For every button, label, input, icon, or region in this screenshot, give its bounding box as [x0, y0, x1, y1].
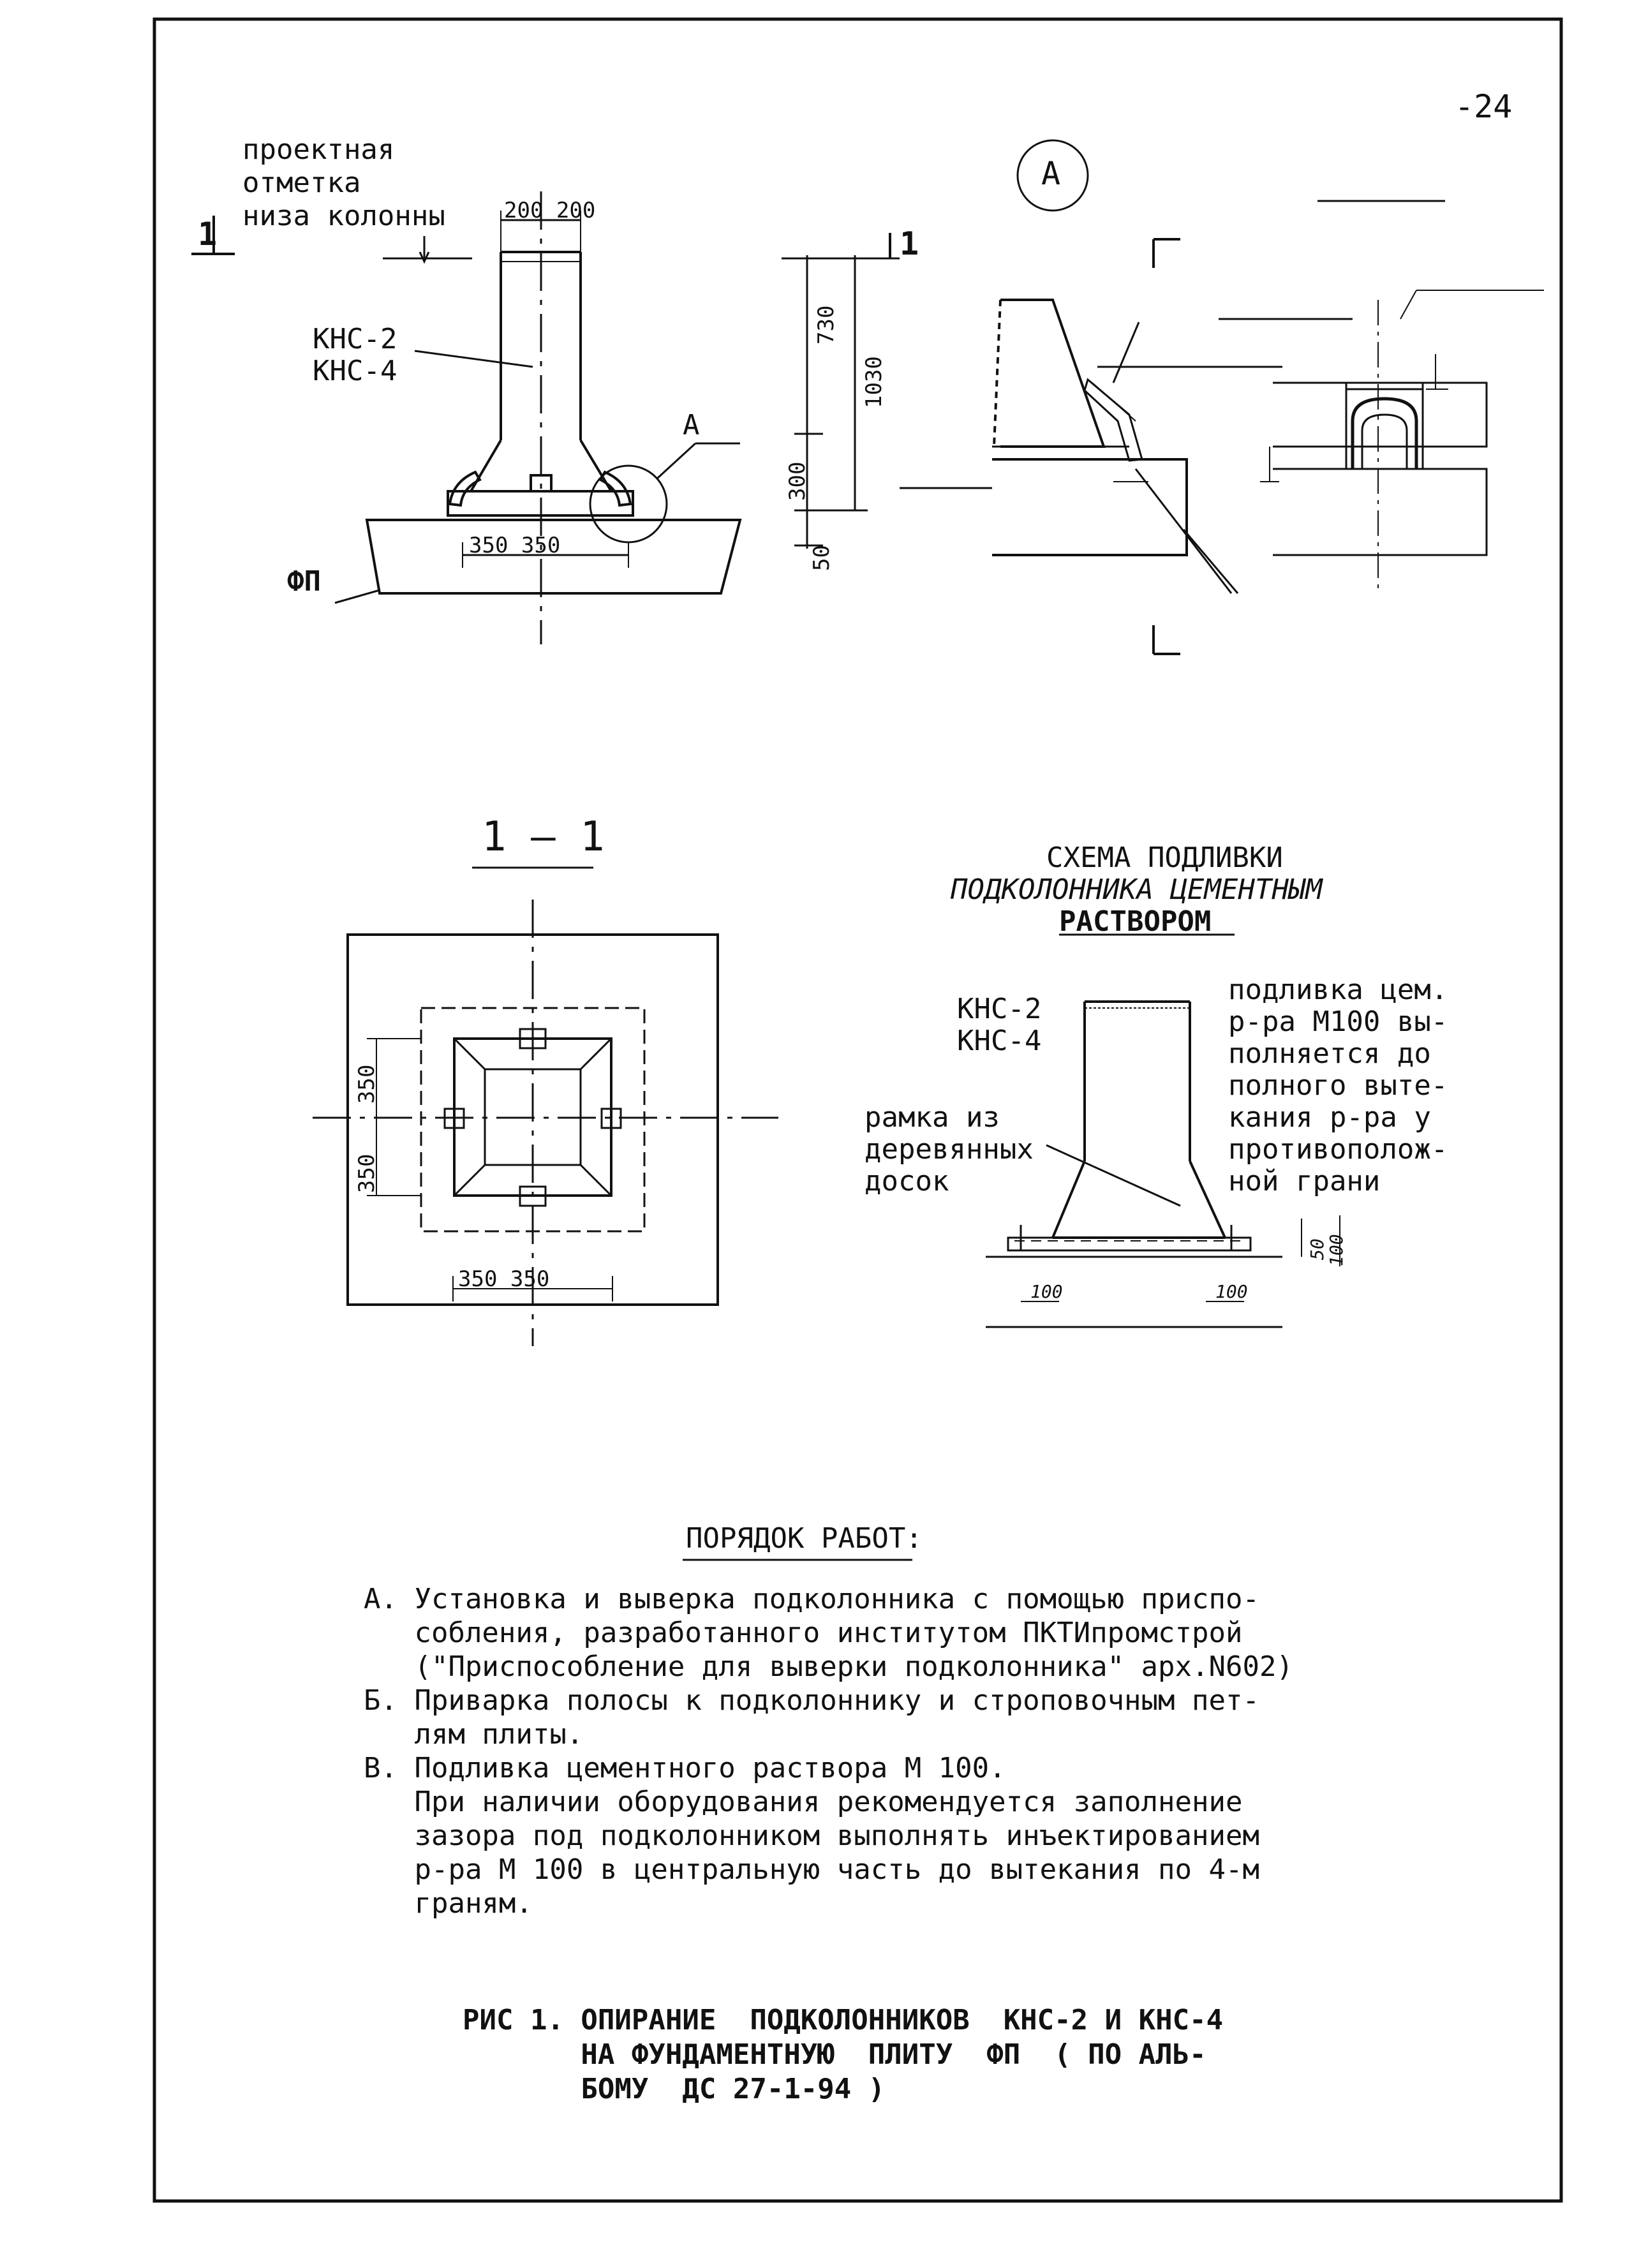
grout-note-6: противополож- [1228, 1133, 1448, 1166]
elevation-note-line-1: проектная [242, 133, 395, 166]
detail-marker: А [1041, 155, 1061, 192]
frame-label-1: рамка из [864, 1101, 1000, 1134]
elevation-note-line-2: отметка [242, 167, 361, 199]
works-heading: ПОРЯДОК РАБОТ: [686, 1522, 923, 1555]
callout-a-label: А [683, 409, 700, 441]
works-list: А. Установка и выверка подколонника с по… [364, 1583, 1293, 1920]
grout-column-label-1: КНС-2 [957, 993, 1042, 1025]
slab-label: ФП [287, 565, 321, 598]
sheet-frame [152, 17, 1563, 2203]
dim-50: 50 [809, 545, 835, 571]
grout-title-1: СХЕМА ПОДЛИВКИ [1046, 841, 1283, 874]
plan-bottom-dims: 350 350 [458, 1266, 550, 1292]
grout-note-1: подливка цем. [1228, 974, 1448, 1006]
dim-1030: 1030 [861, 356, 887, 408]
dim-730: 730 [813, 305, 839, 345]
column-elevation [191, 191, 742, 644]
grout-dim-100-left: 100 [1030, 1281, 1063, 1302]
page-number: -24 [1455, 88, 1513, 125]
plan-title: 1 — 1 [482, 813, 605, 861]
section-mark-left: 1 [198, 216, 218, 253]
grout-dim-100-v: 100 [1326, 1234, 1347, 1266]
top-dims-label: 200 200 [504, 198, 596, 223]
detail-a-drawing [900, 139, 1544, 655]
grout-note-4: полного выте- [1228, 1069, 1448, 1102]
plan-dim-v2: 350 [354, 1153, 380, 1193]
elevation-column-label-2: КНС-4 [313, 355, 397, 387]
grout-title-2: ПОДКОЛОННИКА ЦЕМЕНТНЫМ [951, 873, 1323, 906]
dim-300: 300 [785, 461, 810, 501]
section-mark-right: 1 [900, 225, 919, 262]
plan-1-1 [313, 866, 778, 1346]
elevation-note-line-3: низа колонны [242, 200, 445, 232]
grout-note-7: ной грани [1228, 1165, 1381, 1197]
elevation-column-label-1: КНС-2 [313, 323, 397, 355]
grout-scheme-drawing [986, 933, 1340, 1328]
plan-dim-v1: 350 [354, 1064, 380, 1104]
grout-note-3: полняется до [1228, 1037, 1431, 1070]
frame-label-3: досок [864, 1165, 949, 1197]
grout-note-2: р-ра М100 вы- [1228, 1005, 1448, 1038]
elevation-bottom-dims: 350 350 [469, 533, 561, 558]
grout-dim-100-right: 100 [1215, 1281, 1248, 1302]
grout-note-5: кания р-ра у [1228, 1101, 1431, 1134]
height-dimension-chain [782, 233, 900, 549]
grout-title-3: РАСТВОРОМ [1059, 905, 1212, 938]
figure-caption: РИС 1. ОПИРАНИЕ ПОДКОЛОННИКОВ КНС-2 И КН… [463, 2004, 1224, 2105]
frame-label-2: деревянных [864, 1133, 1034, 1166]
grout-column-label-2: КНС-4 [957, 1025, 1042, 1057]
